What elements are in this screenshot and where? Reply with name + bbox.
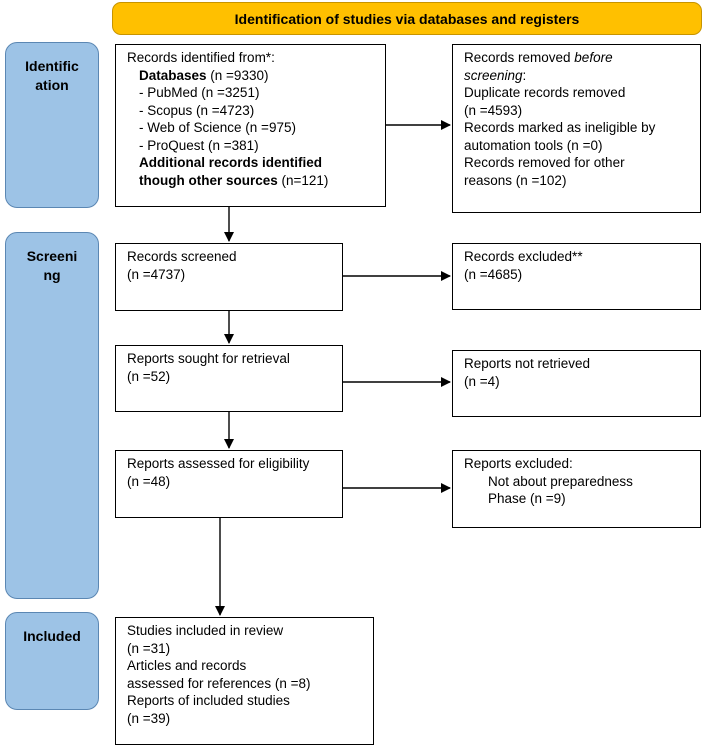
- included-line: Studies included in review: [127, 623, 284, 638]
- reports-excluded-label: Reports excluded:: [464, 456, 573, 471]
- not-retrieved-label: Reports not retrieved: [464, 356, 591, 371]
- removed-title-italic-2: screening: [464, 67, 523, 83]
- stage-label-line-1: Screeni: [26, 248, 78, 264]
- source-proquest: - ProQuest (n =381): [139, 137, 259, 153]
- records-removed-box: Records removed before screening: Duplic…: [452, 44, 701, 213]
- sought-count: (n =52): [127, 368, 171, 384]
- reports-not-retrieved-box: Reports not retrieved (n =4): [452, 350, 701, 417]
- source-pubmed: - PubMed (n =3251): [139, 85, 260, 100]
- removed-line: automation tools (n =0): [464, 137, 603, 153]
- included-line: Articles and records: [127, 658, 247, 673]
- databases-line: Databases (n =9330): [127, 67, 374, 85]
- removed-line: (n =4593): [464, 102, 523, 118]
- removed-title-line-1: Records removed before: [464, 49, 689, 67]
- stage-identification: Identific ation: [5, 42, 99, 208]
- stage-screening: Screeni ng: [5, 232, 99, 599]
- removed-line: Records marked as ineligible by: [464, 120, 656, 135]
- additional-line-2: though other sources (n=121): [127, 172, 374, 190]
- removed-title-prefix: Records removed: [464, 50, 575, 65]
- stage-label-line-2: ation: [35, 77, 69, 93]
- assessed-label: Reports assessed for eligibility: [127, 456, 310, 471]
- header-banner: Identification of studies via databases …: [112, 2, 702, 35]
- excluded-label: Records excluded**: [464, 249, 583, 264]
- reports-excluded-reason-2: Phase (n =9): [488, 491, 566, 506]
- records-identified-box: Records identified from*: Databases (n =…: [115, 44, 386, 207]
- removed-title-line-2: screening:: [464, 67, 689, 85]
- removed-line: Records removed for other: [464, 155, 625, 170]
- records-screened-box: Records screened (n =4737): [115, 243, 343, 311]
- reports-sought-box: Reports sought for retrieval (n =52): [115, 345, 343, 412]
- additional-label-1: Additional records identified: [139, 155, 323, 170]
- removed-line: reasons (n =102): [464, 172, 567, 188]
- source-web-of-science: - Web of Science (n =975): [139, 120, 296, 135]
- reports-excluded-reason-1: Not about preparedness: [488, 473, 633, 489]
- studies-included-box: Studies included in review (n =31) Artic…: [115, 617, 374, 745]
- excluded-count: (n =4685): [464, 266, 523, 282]
- screened-count: (n =4737): [127, 266, 186, 282]
- stage-label-line-2: ng: [43, 267, 61, 283]
- additional-label-2: though other sources: [139, 172, 278, 188]
- databases-label: Databases: [139, 67, 207, 83]
- included-line: Reports of included studies: [127, 693, 290, 708]
- reports-assessed-box: Reports assessed for eligibility (n =48): [115, 450, 343, 518]
- included-line: assessed for references (n =8): [127, 675, 311, 691]
- not-retrieved-count: (n =4): [464, 373, 500, 389]
- databases-count: (n =9330): [206, 67, 269, 83]
- additional-count: (n=121): [277, 172, 329, 188]
- stage-label-line-1: Included: [23, 628, 81, 644]
- sought-label: Reports sought for retrieval: [127, 351, 290, 366]
- stage-label-line-1: Identific: [25, 58, 79, 74]
- reports-excluded-box: Reports excluded: Not about preparedness…: [452, 450, 701, 528]
- source-scopus: - Scopus (n =4723): [139, 102, 255, 118]
- removed-title-suffix: :: [522, 67, 527, 83]
- assessed-count: (n =48): [127, 473, 171, 489]
- records-excluded-box: Records excluded** (n =4685): [452, 243, 701, 310]
- included-line: (n =31): [127, 640, 171, 656]
- screened-label: Records screened: [127, 249, 237, 264]
- removed-title-italic-1: before: [574, 50, 613, 65]
- identified-title: Records identified from*:: [127, 50, 275, 65]
- removed-line: Duplicate records removed: [464, 85, 626, 100]
- included-line: (n =39): [127, 710, 171, 726]
- stage-included: Included: [5, 612, 99, 710]
